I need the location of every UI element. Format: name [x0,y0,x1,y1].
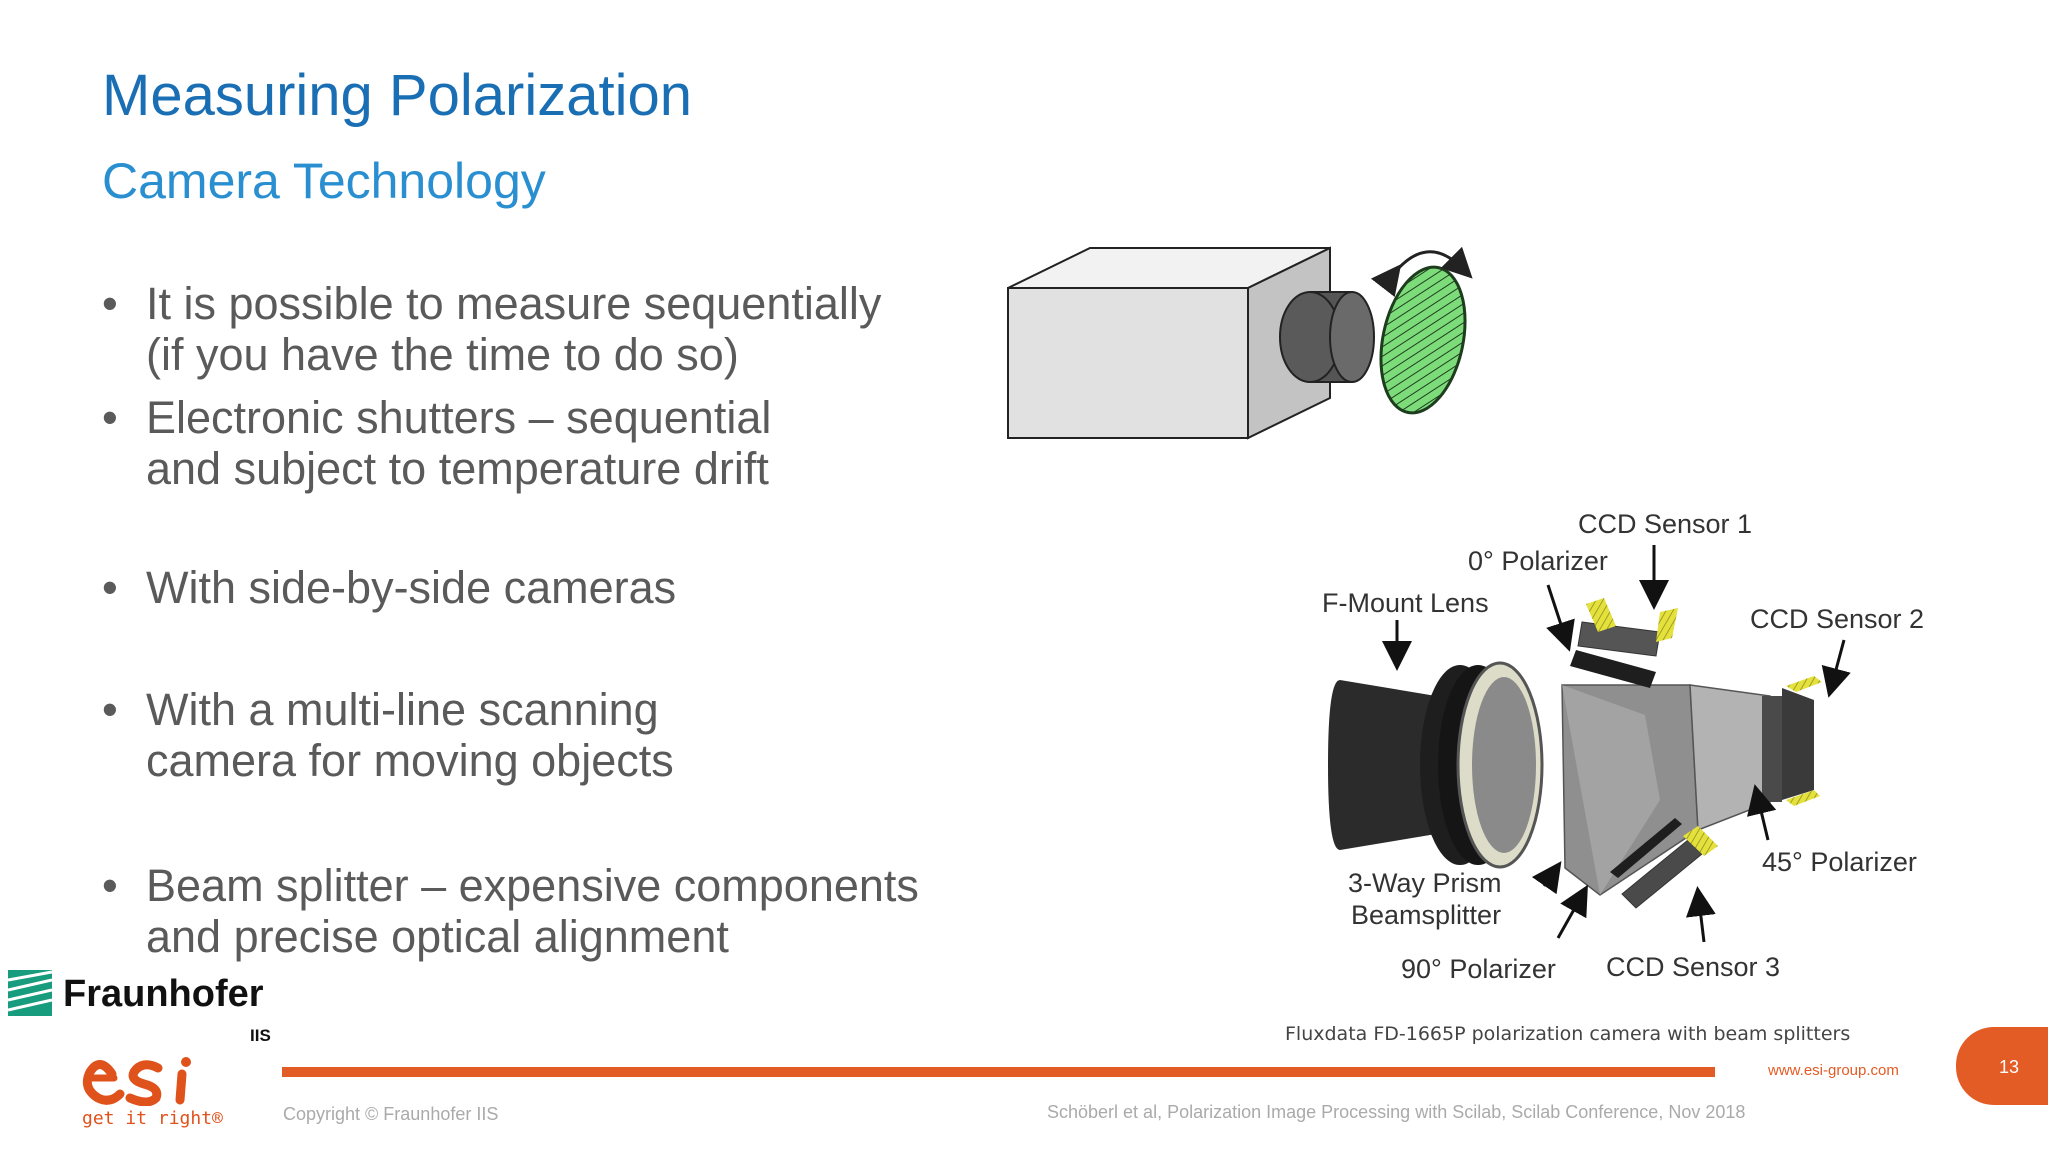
bullet-text: camera for moving objects [146,735,674,786]
fraunhofer-institute-label: IIS [250,1026,271,1045]
callout-90-degree-polarizer: 90° Polarizer [1401,954,1556,984]
footer-reference: Schöberl et al, Polarization Image Proce… [1047,1102,1746,1122]
bullet-item: • Electronic shutters – sequential and s… [102,392,1002,494]
rotating-polarizer-filter-icon [1370,246,1473,415]
fraunhofer-logo-mark [8,970,52,1016]
footer-accent-bar [282,1067,1715,1077]
bullet-text: (if you have the time to do so) [146,329,739,380]
slide-subtitle: Camera Technology [102,153,546,209]
bullet-text: and subject to temperature drift [146,443,769,494]
bullet-item: • It is possible to measure sequentially… [102,278,1002,380]
bullet-marker: • [102,860,118,911]
bullet-text: Electronic shutters – sequential [146,392,772,443]
bullet-text: It is possible to measure sequentially [146,278,882,329]
bullet-text: With side-by-side cameras [146,562,677,613]
fraunhofer-wordmark: Fraunhofer [63,973,264,1015]
callout-ccd-sensor-3: CCD Sensor 3 [1606,952,1781,982]
bullet-marker: • [102,684,118,735]
footer-website-link[interactable]: www.esi-group.com [1768,1062,1899,1079]
page-number-tab: 13 [1956,1027,2048,1105]
bullet-item: • Beam splitter – expensive components a… [102,860,1002,962]
slide-title: Measuring Polarization [102,63,692,128]
bullet-text: Beam splitter – expensive components [146,860,919,911]
footer-copyright: Copyright © Fraunhofer IIS [283,1104,499,1124]
esi-logo-mark [82,1057,191,1106]
callout-prism-line-1: 3-Way Prism [1348,868,1502,898]
bullet-item: • With a multi-line scanning camera for … [102,684,1002,786]
camera-box-illustration [1007,246,1473,440]
page-number: 13 [1999,1057,2020,1077]
callout-prism-line-2: Beamsplitter [1351,900,1502,930]
bullet-text: and precise optical alignment [146,911,729,962]
beamsplitter-camera-diagram [1328,545,1851,943]
callout-f-mount-lens: F-Mount Lens [1322,588,1489,618]
figure-caption: Fluxdata FD-1665P polarization camera wi… [1285,1023,1851,1045]
esi-logo: get it right® [78,1052,223,1142]
bullet-marker: • [102,392,118,443]
callout-45-degree-polarizer: 45° Polarizer [1762,847,1917,877]
bullet-item: • With side-by-side cameras [102,562,1002,613]
callout-0-degree-polarizer: 0° Polarizer [1468,546,1608,576]
bullet-text: With a multi-line scanning [146,684,659,735]
callout-ccd-sensor-2: CCD Sensor 2 [1750,604,1925,634]
callout-ccd-sensor-1: CCD Sensor 1 [1578,509,1753,539]
bullet-marker: • [102,278,118,329]
bullet-marker: • [102,562,118,613]
fraunhofer-logo: Fraunhofer IIS [8,970,278,1050]
esi-tagline: get it right® [82,1108,223,1129]
